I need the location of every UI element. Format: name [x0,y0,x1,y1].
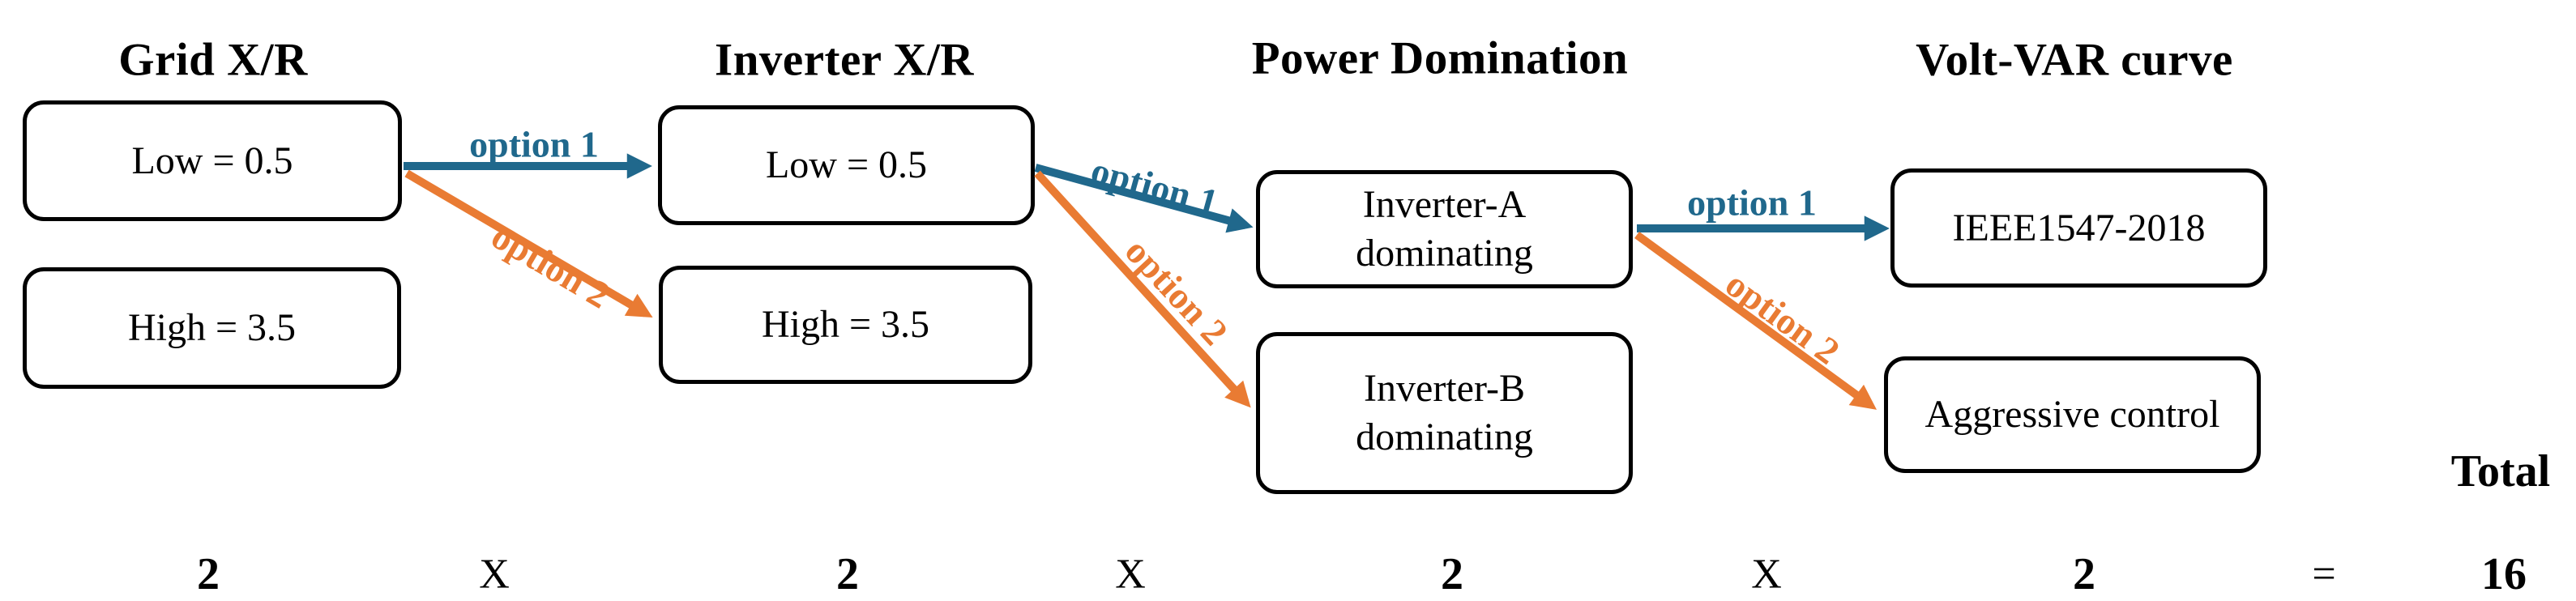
column-title-power-domination: Power Domination [1251,32,1629,84]
column-title-volt-var-curve: Volt-VAR curve [1916,34,2233,86]
count-volt-var: 2 [2073,549,2095,599]
edge-label-option1-inverter: option 1 [1087,149,1223,224]
option-box-inverter-high: High = 3.5 [659,266,1032,384]
edge-label-option2-domination: option 2 [1718,262,1848,373]
total-label: Total [2450,446,2551,497]
option-box-inverter-low: Low = 0.5 [658,105,1035,225]
option-box-grid-high: High = 3.5 [23,267,401,389]
option-box-grid-low: Low = 0.5 [23,100,402,221]
edge-label-option2-inverter: option 2 [1117,230,1237,353]
edge-label-option2-grid: option 2 [485,215,617,317]
column-title-inverter-xr: Inverter X/R [715,34,974,86]
count-grid-xr: 2 [197,549,220,599]
count-power-domination: 2 [1441,549,1463,599]
option-box-ieee1547-2018: IEEE1547-2018 [1890,168,2267,288]
option-box-inverter-b-dominating: Inverter-B dominating [1256,332,1633,494]
option-box-inverter-a-dominating: Inverter-A dominating [1256,170,1633,288]
total-value: 16 [2481,549,2527,599]
edge-label-option1-domination: option 1 [1687,181,1817,224]
option-box-aggressive-control: Aggressive control [1884,356,2261,473]
multiply-sign-2: X [1115,551,1146,598]
equals-sign: = [2312,551,2336,598]
count-inverter-xr: 2 [836,549,859,599]
multiply-sign-1: X [479,551,510,598]
column-title-grid-xr: Grid X/R [118,34,308,86]
edge-label-option1-grid: option 1 [469,123,599,165]
multiply-sign-3: X [1751,551,1782,598]
